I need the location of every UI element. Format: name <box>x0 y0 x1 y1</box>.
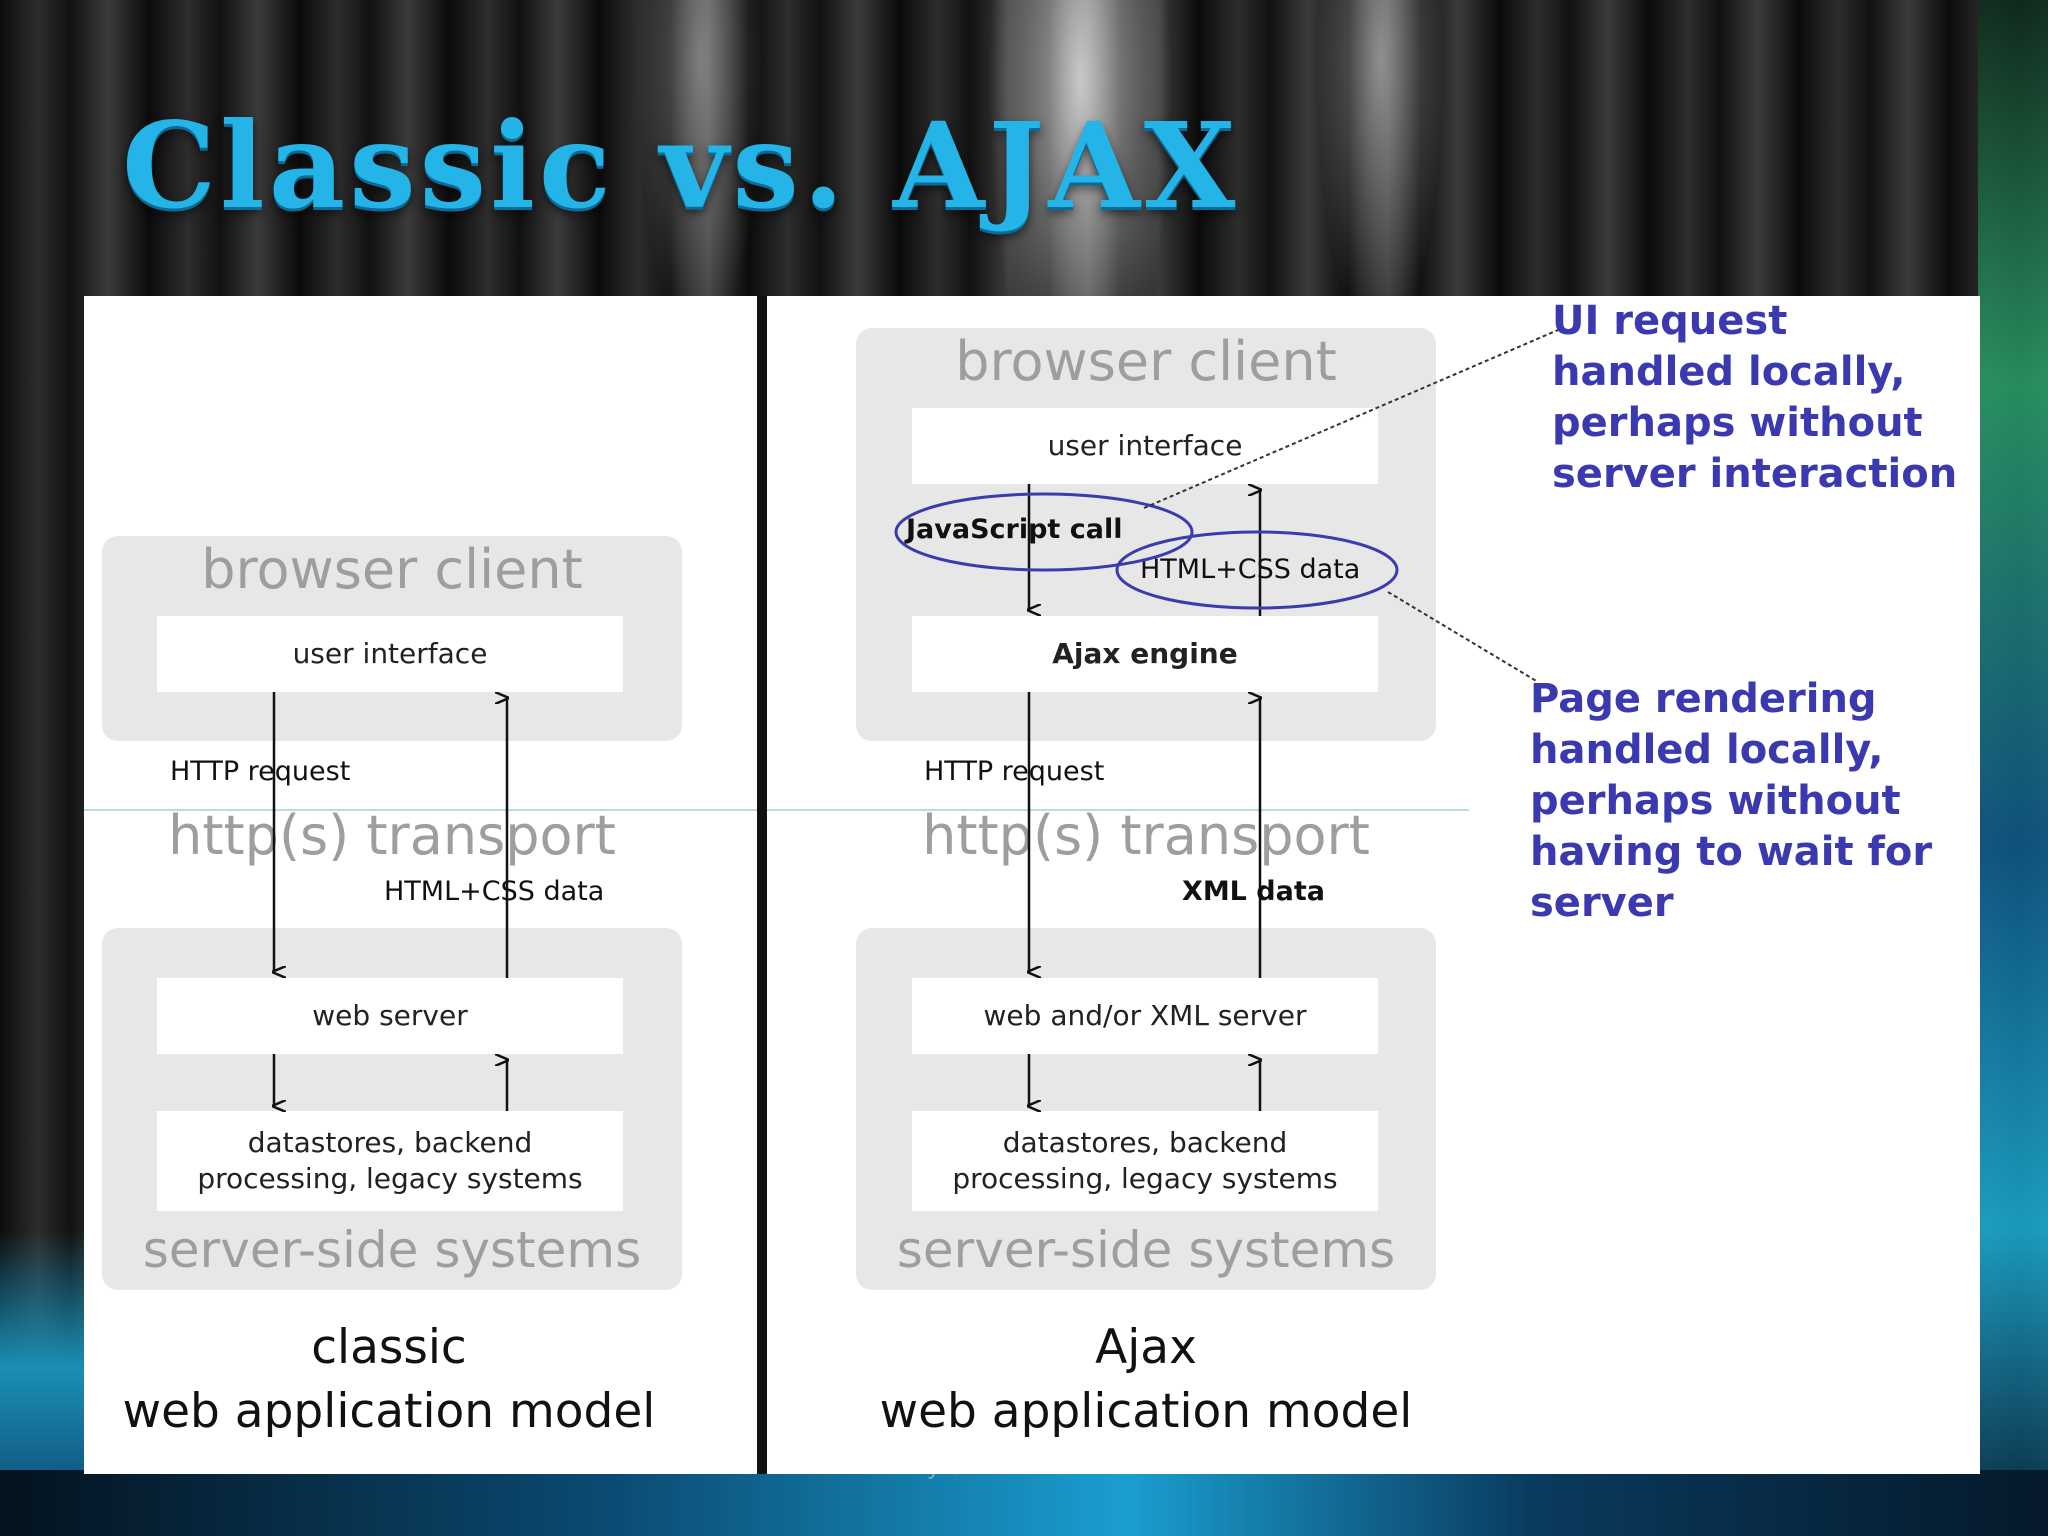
model-divider <box>757 296 767 1474</box>
ajax-web-xml-server: web and/or XML server <box>912 978 1378 1054</box>
diagram-connectors <box>84 329 1559 1474</box>
classic-user-interface: user interface <box>157 616 623 692</box>
background-accent-right <box>1978 0 2048 1536</box>
ajax-datastores: datastores, backend processing, legacy s… <box>912 1111 1378 1211</box>
classic-caption-line1: classic <box>311 1320 467 1375</box>
classic-arrows <box>274 692 507 1111</box>
classic-web-server: web server <box>157 978 623 1054</box>
background-accent-bottom <box>0 1470 2048 1536</box>
note-ui-request: UI request handled locally, perhaps with… <box>1552 298 1958 497</box>
classic-browser-client-label: browser client <box>201 538 583 601</box>
classic-http-request-label: HTTP request <box>170 756 351 787</box>
classic-server-side-label: server-side systems <box>142 1221 642 1279</box>
ajax-transport-label: http(s) transport <box>922 804 1370 867</box>
classic-caption: classic web application model <box>84 1316 694 1444</box>
page-rendering-callout <box>1387 591 1539 683</box>
classic-datastores: datastores, backend processing, legacy s… <box>157 1111 623 1211</box>
ajax-caption: Ajax web application model <box>846 1316 1446 1444</box>
ajax-caption-line1: Ajax <box>1095 1320 1197 1375</box>
ajax-server-side-label: server-side systems <box>896 1221 1396 1279</box>
ajax-javascript-call-label: JavaScript call <box>906 514 1123 545</box>
classic-caption-line2: web application model <box>122 1384 656 1439</box>
ajax-response-label: XML data <box>1182 876 1325 907</box>
ajax-engine: Ajax engine <box>912 616 1378 692</box>
ajax-html-css-label: HTML+CSS data <box>1140 554 1361 585</box>
ajax-browser-client-label: browser client <box>955 330 1337 393</box>
note-page-rendering: Page rendering handled locally, perhaps … <box>1530 676 1933 926</box>
html-css-highlight <box>1115 530 1399 610</box>
javascript-call-highlight <box>894 492 1194 572</box>
classic-response-label: HTML+CSS data <box>384 876 605 907</box>
slide-title: Classic vs. AJAX <box>122 96 1240 235</box>
ajax-caption-line2: web application model <box>879 1384 1413 1439</box>
classic-transport-label: http(s) transport <box>168 804 616 867</box>
ajax-arrows <box>1029 484 1260 1111</box>
diagram-panel: browser client user interface HTTP reque… <box>84 296 1980 1474</box>
transport-line <box>84 809 1469 811</box>
ajax-http-request-label: HTTP request <box>924 756 1105 787</box>
ui-request-callout <box>1143 329 1559 509</box>
ajax-user-interface: user interface <box>912 408 1378 484</box>
